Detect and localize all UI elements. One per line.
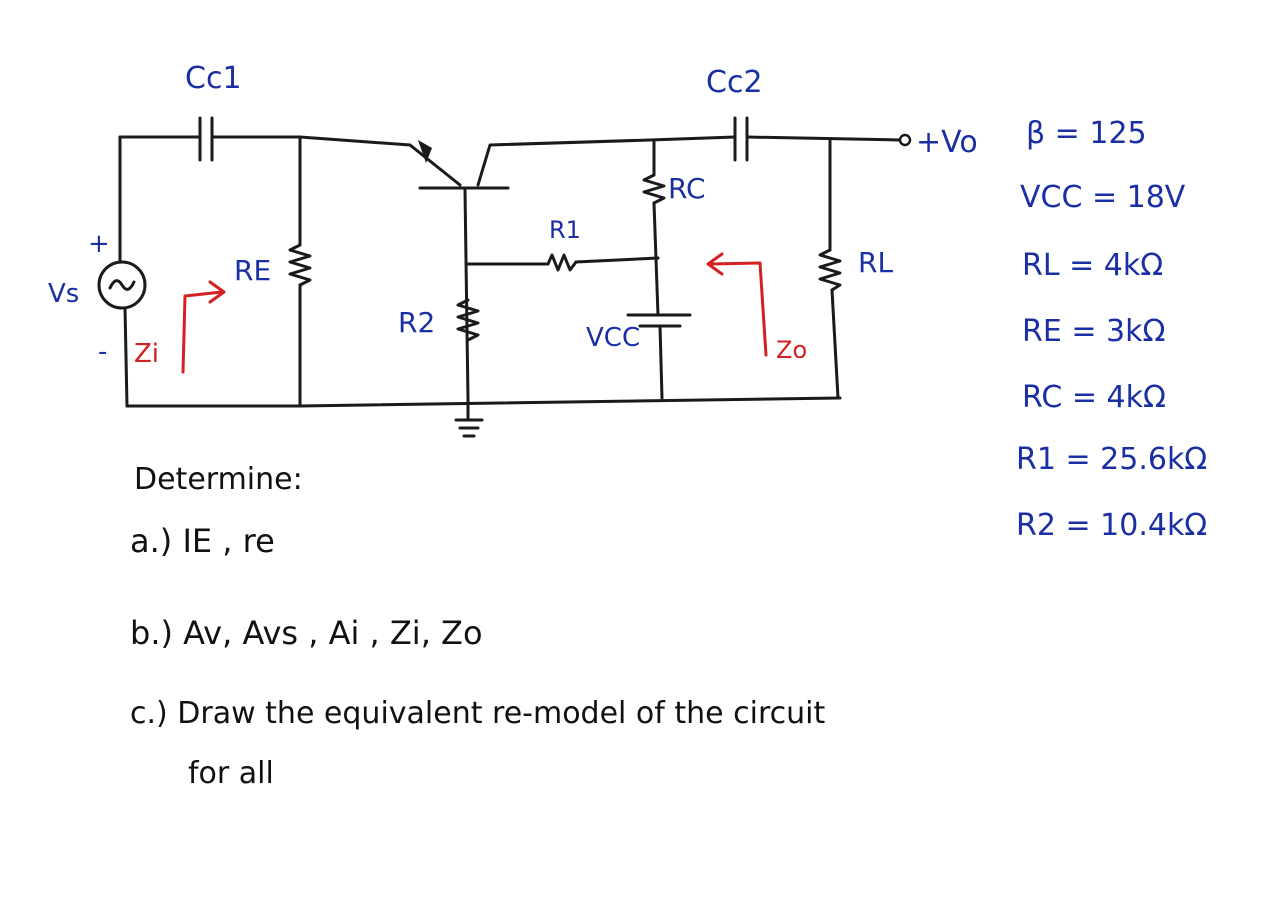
label-vcc: VCC — [586, 323, 640, 353]
collector-wiring — [642, 135, 737, 317]
input-wiring — [118, 135, 302, 408]
param-re: RE = 3kΩ — [1022, 314, 1166, 349]
label-plus: + — [88, 229, 110, 259]
output-terminal — [898, 133, 912, 147]
battery-vcc — [626, 313, 692, 400]
transistor — [408, 138, 652, 402]
param-r1: R1 = 25.6kΩ — [1016, 442, 1208, 477]
param-r2: R2 = 10.4kΩ — [1016, 508, 1208, 543]
label-r2: R2 — [398, 306, 435, 339]
zo-arrow — [706, 252, 768, 357]
ac-source — [97, 260, 147, 310]
capacitor-cc2 — [733, 116, 902, 162]
question-c-line1: c.) Draw the equivalent re-model of the … — [130, 696, 826, 731]
question-c-line2: for all — [188, 756, 274, 791]
param-beta: β = 125 — [1026, 116, 1147, 151]
question-heading: Determine: — [134, 462, 303, 497]
label-minus: - — [98, 337, 107, 367]
capacitor-cc1 — [198, 116, 302, 162]
param-vcc: VCC = 18V — [1020, 180, 1186, 215]
label-rl: RL — [858, 246, 893, 279]
label-cc1: Cc1 — [185, 61, 242, 96]
base-wiring — [298, 135, 412, 408]
label-vs: Vs — [48, 279, 79, 309]
question-a: a.) IE , re — [130, 522, 275, 560]
label-rc: RC — [668, 172, 706, 205]
zi-arrow — [181, 280, 226, 374]
label-zi: Zi — [134, 339, 159, 369]
label-output: +Vo — [916, 125, 978, 160]
label-cc2: Cc2 — [706, 65, 763, 100]
resistor-re — [288, 243, 312, 287]
ground-symbol — [454, 398, 484, 438]
param-rc: RC = 4kΩ — [1022, 380, 1166, 415]
bottom-rail — [298, 396, 842, 408]
resistor-r2 — [456, 298, 480, 342]
resistor-r1 — [466, 253, 660, 272]
resistor-rl — [818, 138, 842, 400]
question-b: b.) Av, Avs , Ai , Zi, Zo — [130, 614, 483, 652]
param-rl: RL = 4kΩ — [1022, 248, 1164, 283]
label-r1: R1 — [549, 216, 581, 244]
label-zo: Zo — [776, 336, 807, 364]
label-re: RE — [234, 254, 271, 287]
